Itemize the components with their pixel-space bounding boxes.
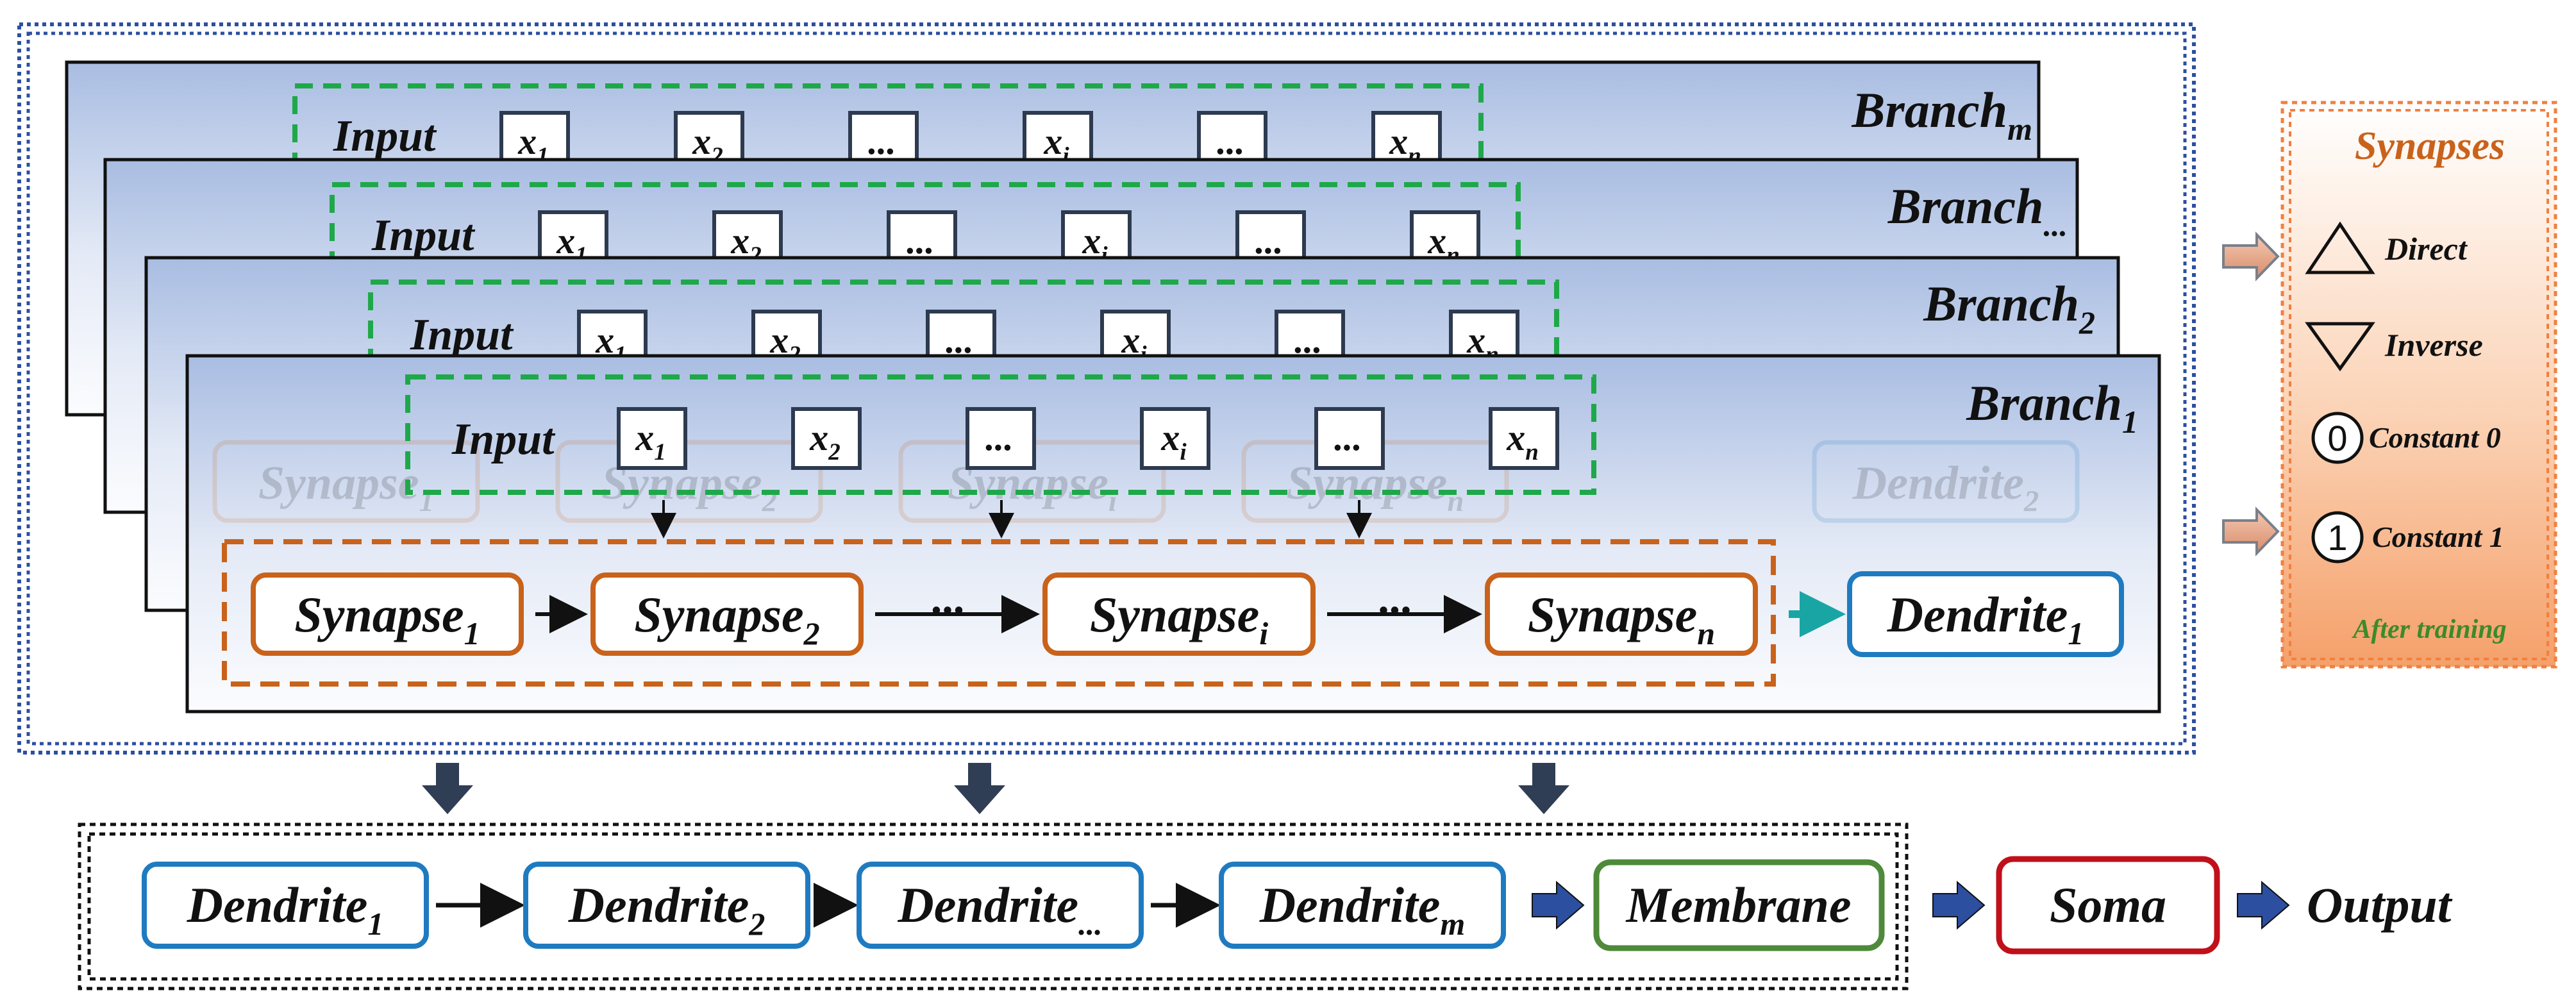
synapses-legend: Synapses Direct Inverse 0 Constant 0 1 C… xyxy=(2280,101,2557,669)
synapse-box: Synapsei xyxy=(1042,572,1316,656)
input-label: ... xyxy=(1255,220,1284,262)
input-label-1: Input xyxy=(451,415,556,464)
input-label-2: Input xyxy=(410,310,514,360)
input-label: ... xyxy=(946,319,974,361)
ghost-box: Synapsen xyxy=(1241,440,1509,523)
triangle-up-icon xyxy=(2305,221,2375,274)
input-label: xi xyxy=(1043,121,1069,169)
arrow-to-soma xyxy=(1932,880,1986,930)
ghost-box: Dendrite2 xyxy=(1812,440,2080,523)
input-label: ... xyxy=(907,220,935,262)
legend-constant0-label: Constant 0 xyxy=(2369,421,2501,454)
synapse-box: Synapsen xyxy=(1485,572,1758,656)
legend-pointer-arrow-top xyxy=(2222,231,2280,281)
input-label: x2 xyxy=(692,121,723,169)
legend-direct-label: Direct xyxy=(2384,231,2468,267)
input-box: ... xyxy=(1314,407,1385,470)
soma-label: Soma xyxy=(2050,877,2166,933)
branch-title-m: Branchm xyxy=(1851,82,2032,147)
synapse-label: Synapse2 xyxy=(634,587,819,651)
synapse-box: Synapse1 xyxy=(251,572,524,656)
input-label: x1 xyxy=(517,121,549,169)
output-label: Output xyxy=(2307,877,2453,933)
one-circle-icon xyxy=(2311,511,2364,564)
dendrite-output-label: Dendrite1 xyxy=(1887,587,2084,651)
input-label: ... xyxy=(1217,121,1245,162)
ghost-box: Synapse1 xyxy=(212,440,480,523)
svg-text:1: 1 xyxy=(2327,517,2347,558)
svg-text:0: 0 xyxy=(2327,418,2347,458)
legend-constant1-label: Constant 1 xyxy=(2372,521,2504,553)
input-box: x1 xyxy=(617,407,687,470)
synapse-chain-frame xyxy=(222,539,1776,687)
input-label-m: Input xyxy=(333,112,437,161)
input-label: xn xyxy=(1506,417,1539,465)
down-arrow-3 xyxy=(1518,763,1569,814)
input-box: xn xyxy=(1489,407,1559,470)
legend-title: Synapses xyxy=(2355,124,2505,168)
dendrite-output-box xyxy=(1847,571,2124,657)
branch-title-dots: Branch... xyxy=(1887,178,2068,243)
input-label-dots: Input xyxy=(371,211,476,260)
branches-frame xyxy=(17,22,2196,755)
synapse-label: Synapsei xyxy=(1090,587,1268,651)
synapse-box: Synapse2 xyxy=(590,572,864,656)
input-label: ... xyxy=(985,417,1014,458)
legend-pointer-arrow-bottom xyxy=(2222,506,2280,556)
svg-text:Synapse1: Synapse1 xyxy=(258,457,434,518)
chain-ellipsis: ··· xyxy=(930,586,964,635)
dendrite-box: Dendrite1 xyxy=(142,862,429,949)
svg-text:Dendrite2: Dendrite2 xyxy=(1852,457,2039,518)
dendrite-chain-frame xyxy=(78,822,1909,990)
input-box: x2 xyxy=(791,407,862,470)
chain-ellipsis: ··· xyxy=(1378,586,1412,635)
down-arrow-2 xyxy=(954,763,1005,814)
membrane-box xyxy=(1593,859,1885,951)
dendrite-label: Dendritem xyxy=(1259,877,1466,942)
input-label: ... xyxy=(1334,417,1362,458)
input-label: xi xyxy=(1082,220,1108,269)
input-label: x1 xyxy=(635,417,666,465)
synapse-label: Synapse1 xyxy=(294,587,480,651)
synapse-chain: Synapse1 Synapse2 Synapsei Synapsen ··· ··· xyxy=(251,572,1758,656)
dendrite-label: Dendrite2 xyxy=(568,877,765,942)
arrow-to-membrane xyxy=(1532,880,1585,930)
input-box: ... xyxy=(966,407,1036,470)
membrane-label: Membrane xyxy=(1625,877,1852,933)
dendrite-label: Dendrite1 xyxy=(187,877,384,942)
dendrite-label: Dendrite... xyxy=(897,877,1102,942)
legend-footer: After training xyxy=(2351,615,2506,644)
dendrite-box: Dendrite... xyxy=(857,862,1144,949)
input-box: xi xyxy=(1140,407,1210,470)
input-label: ... xyxy=(1294,319,1323,361)
branch-title-2: Branch2 xyxy=(1923,276,2095,340)
input-label: ... xyxy=(868,121,896,162)
synapse-label: Synapsen xyxy=(1528,587,1715,651)
dendrite-box: Dendrite2 xyxy=(523,862,810,949)
input-box: x1 xyxy=(577,310,648,372)
input-label: x2 xyxy=(809,417,841,465)
legend-inverse-label: Inverse xyxy=(2384,327,2483,363)
soma-box xyxy=(1996,856,2220,955)
branch-title-1: Branch1 xyxy=(1966,375,2138,440)
arrow-to-output xyxy=(2237,880,2290,930)
triangle-down-icon xyxy=(2305,322,2375,372)
input-label: xi xyxy=(1160,417,1187,465)
zero-circle-icon xyxy=(2311,412,2364,464)
dendrite-box: Dendritem xyxy=(1219,862,1506,949)
dendrite-chain: Dendrite1 Dendrite2 Dendrite... Dendritem xyxy=(142,862,1506,949)
down-arrow-1 xyxy=(422,763,473,814)
